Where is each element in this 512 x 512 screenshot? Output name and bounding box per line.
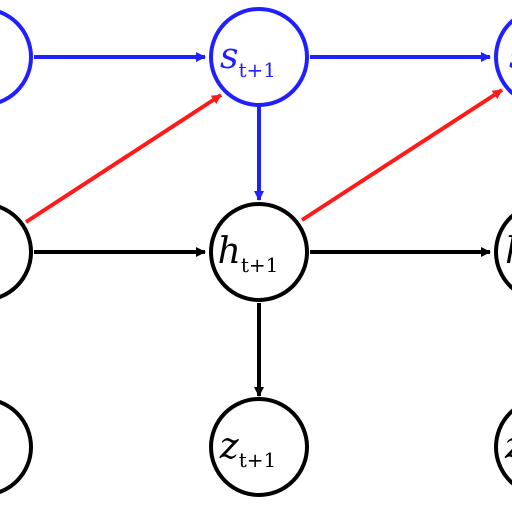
node-s-curr: st+1	[209, 7, 309, 107]
node-s-curr-var: s	[220, 36, 238, 77]
node-h-next: h	[494, 213, 512, 291]
svg-text:st+1: st+1	[220, 36, 276, 82]
node-z-next-var: z	[504, 426, 512, 467]
node-z-next: z	[494, 408, 512, 486]
edges	[24, 52, 504, 397]
node-h-next-var: h	[505, 231, 512, 272]
node-s-next-var: s	[509, 36, 512, 77]
node-h-curr-var: h	[218, 231, 241, 272]
node-s-next: s	[494, 18, 512, 96]
node-z-curr: zt+1	[209, 397, 309, 497]
node-h-curr: ht+1	[209, 202, 309, 302]
svg-text:ht+1: ht+1	[218, 231, 279, 277]
node-z-curr-sub: t+1	[239, 448, 277, 472]
node-z-curr-var: z	[219, 426, 240, 467]
edge-h-curr-to-s-next	[300, 88, 504, 222]
node-h-prev	[0, 204, 33, 300]
svg-text:zt+1: zt+1	[219, 426, 277, 472]
node-h-curr-sub: t+1	[241, 253, 279, 277]
node-s-curr-sub: t+1	[238, 58, 276, 82]
edge-h-prev-to-s-curr	[24, 93, 223, 224]
node-z-prev	[0, 399, 33, 495]
node-s-prev	[0, 9, 33, 105]
